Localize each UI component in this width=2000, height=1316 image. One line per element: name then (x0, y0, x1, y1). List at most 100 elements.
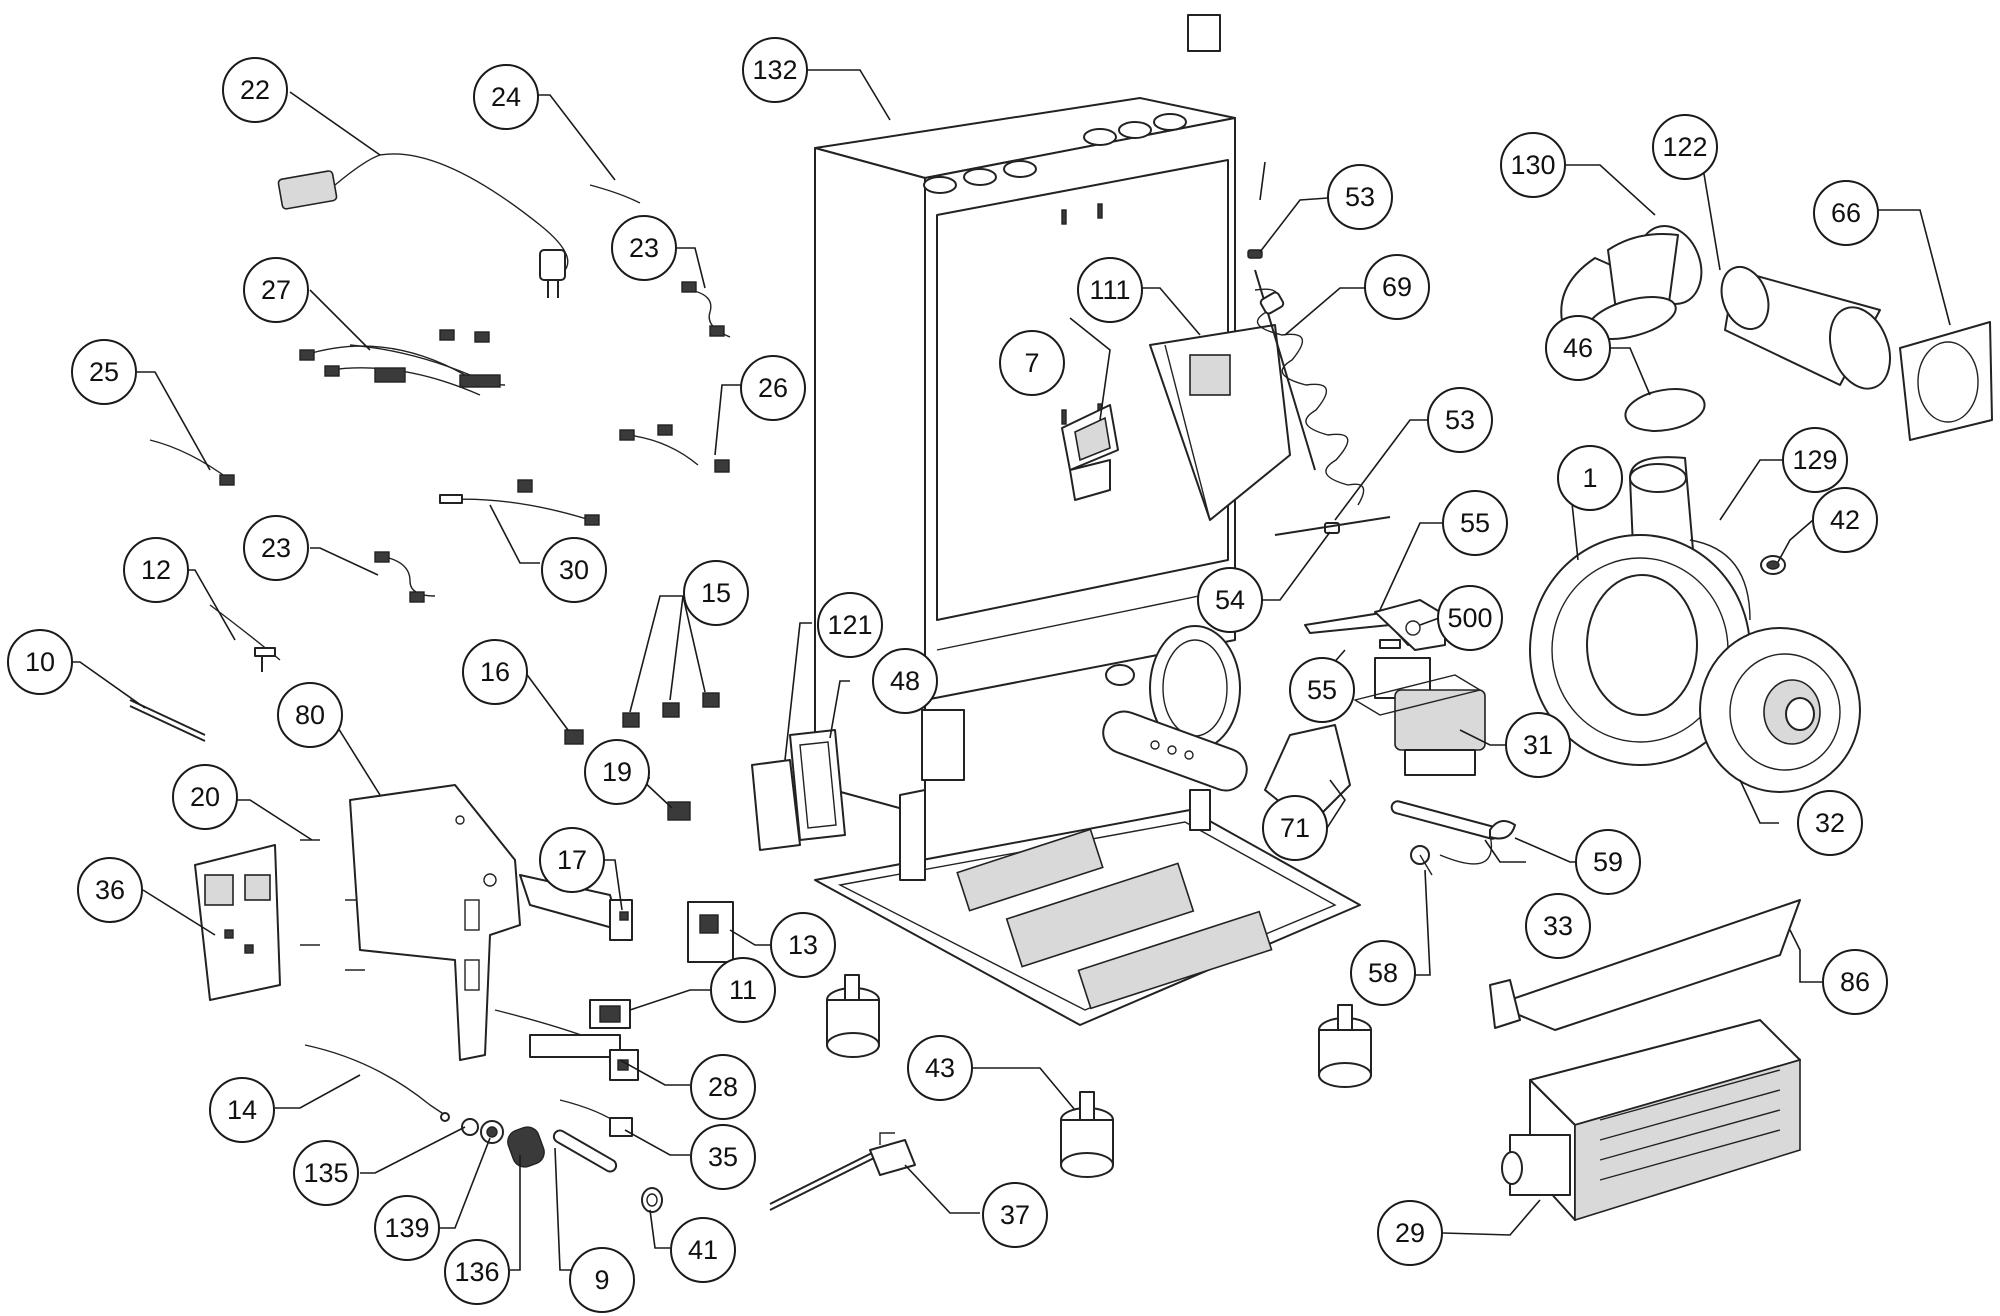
callout-22-label: 22 (240, 75, 270, 105)
main-cabinet-part (814, 97, 1361, 1026)
callout-80-label: 80 (295, 700, 325, 730)
callout-135-label: 135 (303, 1158, 348, 1188)
callout-28: 28 (690, 1054, 756, 1120)
callout-80: 80 (277, 682, 343, 748)
callout-12-label: 12 (141, 555, 171, 585)
callout-135: 135 (293, 1140, 359, 1206)
callout-13-label: 13 (788, 930, 818, 960)
callout-33-label: 33 (1543, 911, 1573, 941)
fan-housing-part (1529, 456, 1861, 793)
relay-13-part (687, 901, 734, 963)
bushing-139-part (480, 1120, 504, 1144)
callout-129-label: 129 (1792, 445, 1837, 475)
deflector-86-part (1494, 899, 1801, 1031)
wire-29-part (439, 479, 600, 526)
callout-31-label: 29 (1395, 1218, 1425, 1248)
panel-square-part (1187, 14, 1221, 52)
callout-66-label: 66 (1831, 198, 1861, 228)
callout-69-label: 71 (1280, 813, 1310, 843)
callout-53-lower: 54 (1197, 567, 1263, 633)
callout-122-label: 122 (1662, 132, 1707, 162)
hopper-chute-part (1149, 324, 1291, 521)
callout-71: 69 (1364, 254, 1430, 320)
callout-1-label: 1 (1582, 463, 1597, 493)
callout-139: 139 (374, 1195, 440, 1261)
callout-136: 136 (444, 1239, 510, 1305)
callout-31: 29 (1377, 1200, 1443, 1266)
callout-86: 86 (1822, 949, 1888, 1015)
callout-122: 122 (1652, 114, 1718, 180)
callout-46-label: 46 (1563, 333, 1593, 363)
callout-54: 55 (1289, 657, 1355, 723)
callout-32: 32 (1797, 790, 1863, 856)
callout-500: 500 (1437, 585, 1503, 651)
callout-14: 14 (209, 1077, 275, 1143)
rod-48-part (1274, 516, 1391, 536)
callout-22: 22 (222, 57, 288, 123)
callout-111-label: 111 (1089, 275, 1130, 305)
callout-9: 9 (569, 1247, 635, 1313)
clip-33-part (1439, 834, 1492, 865)
callout-11-label: 11 (729, 975, 757, 1005)
callout-25-label: 25 (89, 357, 119, 387)
callout-66: 66 (1813, 180, 1879, 246)
nut-135-part (461, 1118, 479, 1136)
rubber-foot-left-part (826, 974, 880, 1058)
callout-47-label: 48 (890, 666, 920, 696)
spring-136-part (507, 1126, 545, 1168)
callout-7: 7 (999, 330, 1065, 396)
callout-136-label: 136 (454, 1257, 499, 1287)
callout-86-label: 86 (1840, 967, 1870, 997)
callout-111: 111 (1077, 257, 1143, 323)
callout-19-label: 19 (602, 757, 632, 787)
part-illustrations (129, 14, 1993, 1222)
callout-20: 20 (172, 764, 238, 830)
callout-132-label: 132 (752, 55, 797, 85)
cap-59-part (1489, 820, 1516, 840)
connector-35-part (559, 1099, 633, 1137)
wire-23-lower-part (374, 551, 436, 603)
wire-23-upper-part (681, 281, 731, 338)
callout-37: 37 (982, 1182, 1048, 1248)
callout-121-label: 121 (827, 610, 872, 640)
callout-32-label: 32 (1815, 808, 1845, 838)
callout-13: 13 (770, 912, 836, 978)
callout-7-label: 7 (1024, 348, 1039, 378)
callout-129: 129 (1782, 427, 1848, 493)
callout-55-label: 55 (1460, 508, 1490, 538)
tangential-blower-31-part (1501, 1019, 1801, 1222)
callout-29: 30 (541, 537, 607, 603)
callout-15-label: 15 (701, 578, 731, 608)
callout-132: 132 (742, 37, 808, 103)
wire-25-part (149, 439, 235, 486)
callout-9-label: 9 (594, 1265, 609, 1295)
wire-24-part (589, 184, 641, 204)
callout-28-label: 28 (708, 1072, 738, 1102)
callout-130: 130 (1500, 132, 1566, 198)
callout-26: 26 (740, 355, 806, 421)
callout-23-lower: 23 (243, 515, 309, 581)
callout-46: 46 (1545, 315, 1611, 381)
connector-16-part (564, 729, 584, 745)
callout-48-label: 53 (1445, 405, 1475, 435)
motor-bracket-part (1304, 599, 1486, 776)
ring-46-part (1624, 388, 1706, 432)
rod-9-part (552, 1129, 618, 1173)
callout-24: 24 (473, 64, 539, 130)
callout-58-label: 58 (1368, 958, 1398, 988)
callout-58: 58 (1350, 940, 1416, 1006)
callout-139-label: 139 (384, 1213, 429, 1243)
callout-500-label: 500 (1447, 603, 1492, 633)
cap-41-part (641, 1187, 663, 1213)
plate-66-part (1899, 321, 1993, 441)
callout-41-label: 41 (688, 1235, 718, 1265)
callout-24-label: 24 (491, 82, 521, 112)
callout-59: 59 (1575, 829, 1641, 895)
auger-part (1254, 269, 1365, 506)
igniter-37-part (769, 1132, 916, 1211)
callout-10-label: 10 (25, 647, 55, 677)
callout-48: 53 (1427, 387, 1493, 453)
callout-23-lower-label: 23 (261, 533, 291, 563)
